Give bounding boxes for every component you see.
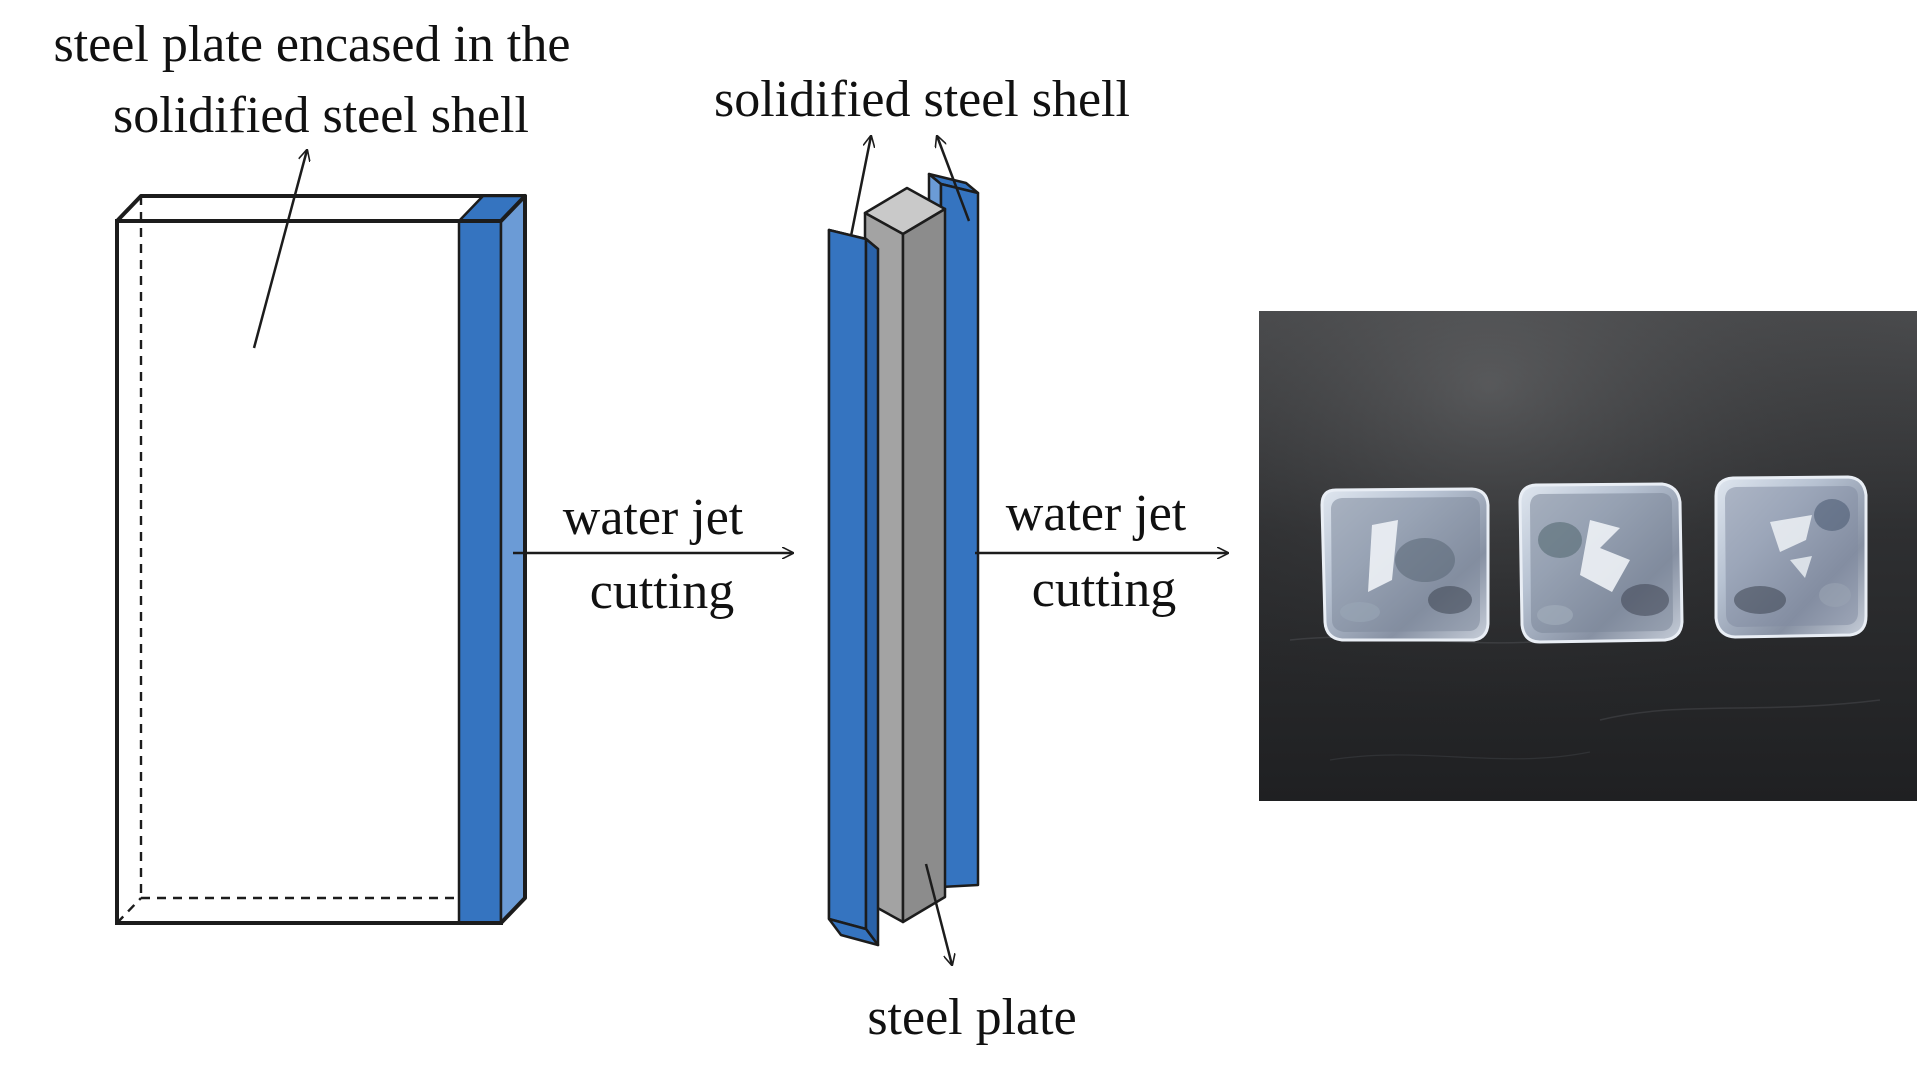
- cutting-step-2-line2: cutting: [1032, 561, 1176, 618]
- cutting-step-1-line2: cutting: [590, 563, 734, 620]
- encased-plate-front-face: [115, 219, 503, 925]
- shell-right-side: [499, 194, 527, 925]
- sample-2: [1518, 482, 1684, 644]
- shell-pointer-arrow-right: [937, 136, 971, 222]
- encased-plate-drawing: [115, 150, 527, 925]
- shell-front-strip: [457, 219, 503, 925]
- encased-plate-pointer-arrow: [252, 150, 307, 349]
- sample-photograph: [1259, 311, 1917, 801]
- steel-plate-pointer-arrow: [924, 863, 952, 965]
- hidden-edge-corner: [116, 897, 142, 924]
- encased-plate-label-line2: solidified steel shell: [113, 87, 529, 144]
- encased-plate-label-line1: steel plate encased in the: [54, 16, 571, 73]
- sample-3: [1714, 475, 1868, 639]
- shell-front-piece: [827, 228, 880, 947]
- exploded-components-drawing: [827, 136, 980, 965]
- steel-plate-label: steel plate: [867, 989, 1076, 1046]
- cutting-step-2-line1: water jet: [1006, 485, 1187, 542]
- solidified-shell-label: solidified steel shell: [714, 71, 1130, 128]
- shell-pointer-arrow-left: [849, 136, 871, 237]
- cutting-step-1-line1: water jet: [563, 489, 744, 546]
- sample-1: [1320, 487, 1490, 642]
